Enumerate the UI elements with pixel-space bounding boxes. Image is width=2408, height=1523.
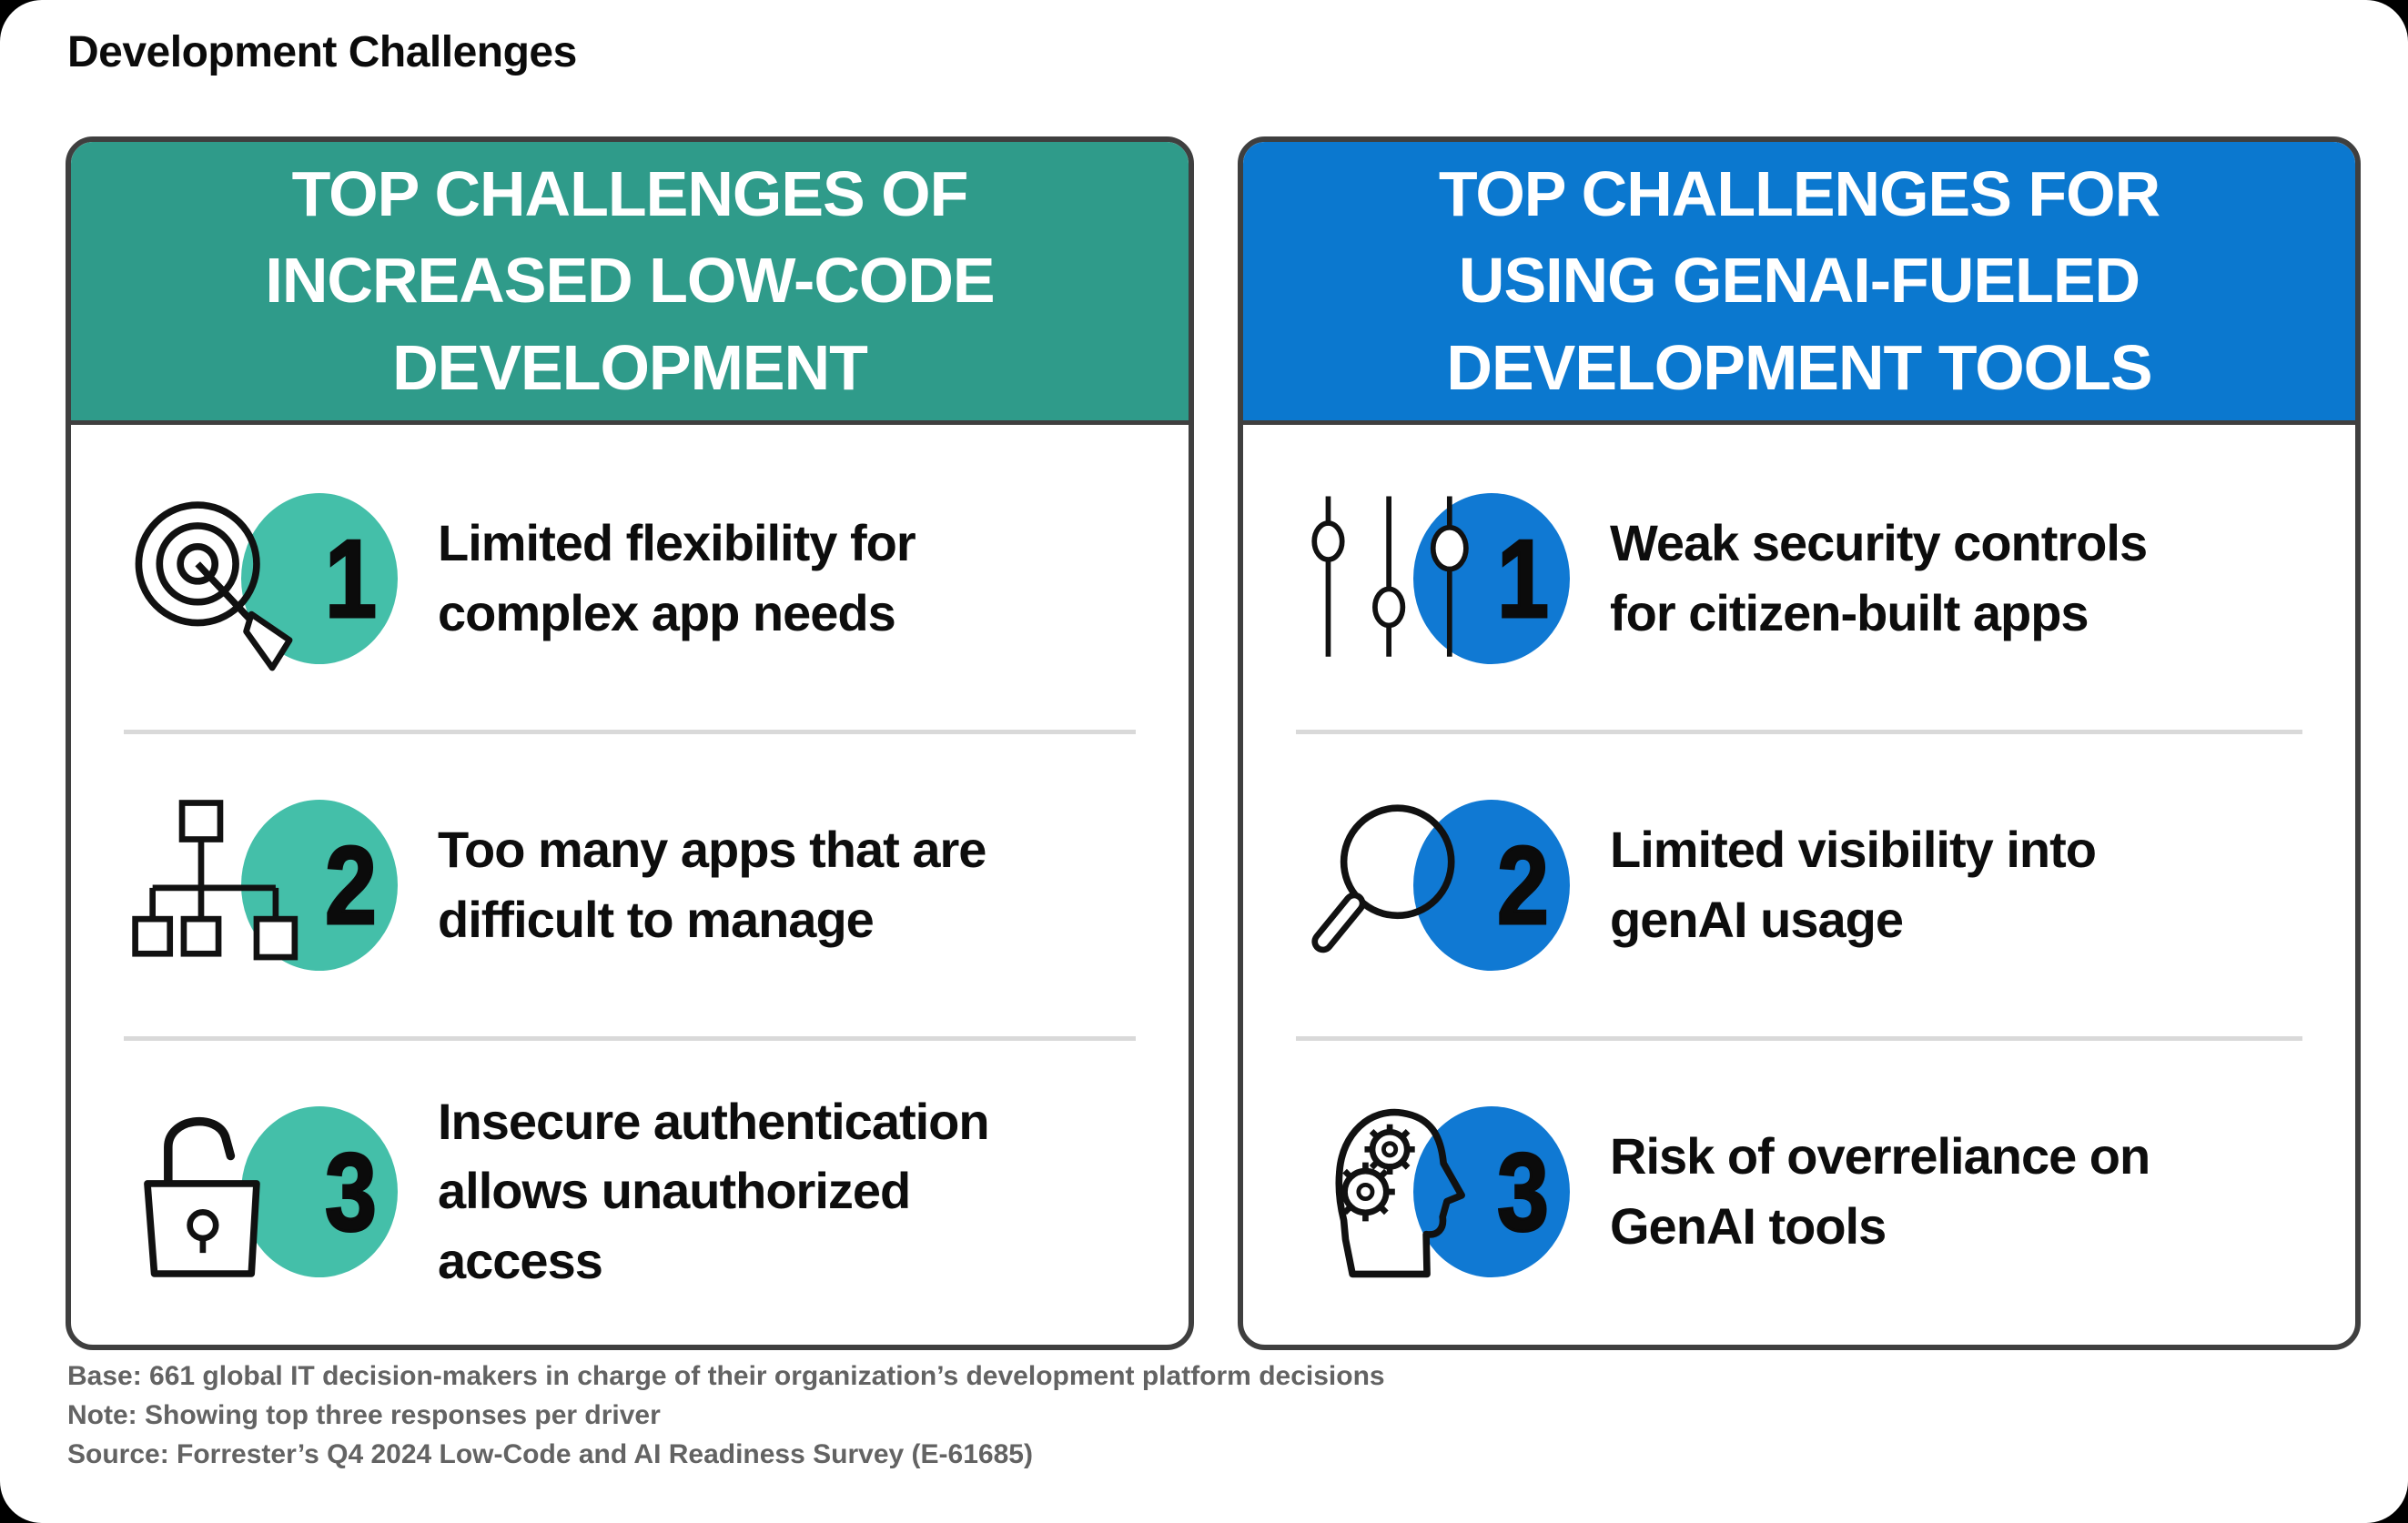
list-item: 1 Limited flexibility for complex app ne… bbox=[71, 425, 1189, 731]
icon-group: 3 bbox=[1284, 1091, 1584, 1293]
footer-note-line: Note: Showing top three responses per dr… bbox=[67, 1399, 661, 1430]
footer-source-line: Source: Forrester’s Q4 2024 Low-Code and… bbox=[67, 1438, 1033, 1469]
rank-number: 2 bbox=[324, 822, 379, 947]
rank-number: 3 bbox=[1496, 1129, 1551, 1254]
icon-group: 2 bbox=[112, 784, 412, 986]
panel-low-code-header: TOP CHALLENGES OF INCREASED LOW-CODE DEV… bbox=[71, 142, 1189, 425]
list-item: 1 Weak security controls for citizen-bui… bbox=[1243, 425, 2355, 731]
accent-circle bbox=[241, 1105, 398, 1277]
magnifier-icon bbox=[1311, 803, 1455, 953]
panel-low-code-body: 1 Limited flexibility for complex app ne… bbox=[71, 425, 1189, 1345]
panel-low-code: TOP CHALLENGES OF INCREASED LOW-CODE DEV… bbox=[66, 136, 1194, 1350]
list-item: 3 Risk of overreliance on GenAI tools bbox=[1243, 1036, 2355, 1345]
footer-base-line: Base: 661 global IT decision-makers in c… bbox=[67, 1361, 1385, 1391]
open-lock-icon bbox=[144, 1116, 260, 1277]
icon-group: 1 bbox=[1284, 478, 1584, 680]
page-title: Development Challenges bbox=[67, 28, 577, 76]
challenge-text: Risk of overreliance on GenAI tools bbox=[1610, 1127, 2150, 1255]
panel-genai: TOP CHALLENGES FOR USING GENAI-FUELED DE… bbox=[1238, 136, 2361, 1350]
icon-group: 1 bbox=[112, 478, 412, 680]
rank-number: 1 bbox=[1496, 516, 1551, 640]
rank-number: 2 bbox=[1496, 822, 1551, 947]
challenge-text: Weak security controls for citizen-built… bbox=[1610, 514, 2148, 641]
org-chart-icon bbox=[132, 799, 298, 960]
challenge-text: Too many apps that are difficult to mana… bbox=[438, 821, 986, 948]
panel-genai-header: TOP CHALLENGES FOR USING GENAI-FUELED DE… bbox=[1243, 142, 2355, 425]
rank-number: 3 bbox=[324, 1129, 379, 1254]
sliders-icon bbox=[1311, 496, 1469, 657]
accent-circle bbox=[1413, 492, 1570, 664]
footer: Base: 661 global IT decision-makers in c… bbox=[67, 1357, 1385, 1475]
panel-genai-body: 1 Weak security controls for citizen-bui… bbox=[1243, 425, 2355, 1345]
head-gears-icon bbox=[1335, 1108, 1465, 1277]
icon-group: 3 bbox=[112, 1091, 412, 1293]
challenge-text: Limited visibility into genAI usage bbox=[1610, 821, 2097, 948]
list-item: 2 Too many apps that are difficult to ma… bbox=[71, 730, 1189, 1038]
rank-number: 1 bbox=[324, 516, 379, 640]
list-item: 2 Limited visibility into genAI usage bbox=[1243, 730, 2355, 1038]
list-item: 3 Insecure authentication allows unautho… bbox=[71, 1036, 1189, 1345]
target-icon bbox=[135, 500, 293, 671]
challenge-text: Insecure authentication allows unauthori… bbox=[438, 1093, 990, 1289]
icon-group: 2 bbox=[1284, 784, 1584, 986]
challenge-text: Limited flexibility for complex app need… bbox=[438, 514, 916, 641]
